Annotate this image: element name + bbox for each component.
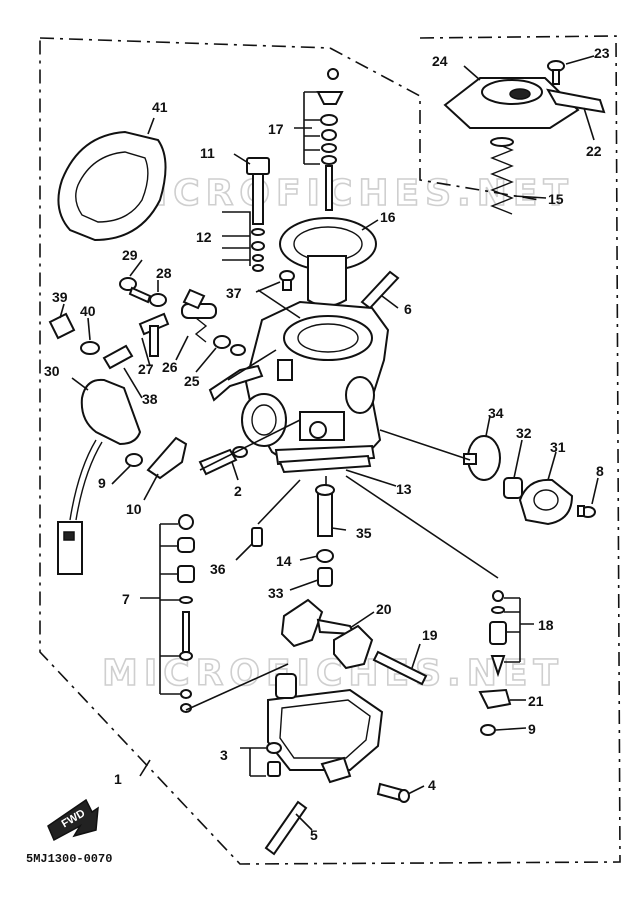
part-6-rod (360, 270, 400, 310)
part-25-washer (213, 335, 246, 356)
fwd-arrow-icon: FWD (47, 798, 99, 842)
part-23-screw (547, 60, 565, 85)
part-2-pilot-screw (198, 446, 248, 476)
callout-13: 13 (396, 481, 412, 497)
part-20-float (280, 598, 374, 670)
part-28-lever (149, 293, 167, 307)
part-carburetor-body (241, 300, 390, 472)
callout-9-right: 9 (528, 721, 536, 737)
part-3-screw-washer (266, 742, 282, 777)
part-17-jet-needle-set (316, 68, 344, 211)
part-38-hose-clip (102, 344, 134, 370)
callout-35: 35 (356, 525, 372, 541)
part-35-needle-jet (315, 484, 335, 537)
part-21-clip (478, 688, 512, 710)
part-37-screw (279, 270, 295, 291)
callout-39: 39 (52, 289, 68, 305)
part-40-oring (80, 341, 100, 355)
callout-12: 12 (196, 229, 212, 245)
callout-37: 37 (226, 285, 242, 301)
part-15-spring (490, 137, 514, 215)
callout-36: 36 (210, 561, 226, 577)
callout-16: 16 (380, 209, 396, 225)
callout-17: 17 (268, 121, 284, 137)
part-12-plunger-parts (251, 228, 265, 272)
part-41-air-filter (57, 130, 167, 242)
part-36-pilot-jet (251, 527, 263, 547)
part-4-drain-screw (376, 782, 410, 803)
callout-19: 19 (422, 627, 438, 643)
callout-9-left: 9 (98, 475, 106, 491)
callout-3: 3 (220, 747, 228, 763)
leader-lines (59, 55, 599, 831)
part-float-bowl (267, 673, 384, 784)
callout-27: 27 (138, 361, 154, 377)
callout-38: 38 (142, 391, 158, 407)
callout-4: 4 (428, 777, 436, 793)
watermark-top: MICROFICHES.NET (112, 173, 574, 214)
callout-7: 7 (122, 591, 130, 607)
callout-25: 25 (184, 373, 200, 389)
part-29-screw (119, 277, 152, 304)
part-18-needle-valve-set (489, 590, 507, 678)
part-9a-screw (125, 453, 143, 467)
diagram-code: 5MJ1300-0070 (26, 852, 112, 866)
callout-30: 30 (44, 363, 60, 379)
callout-22: 22 (586, 143, 602, 159)
callout-26: 26 (162, 359, 178, 375)
callout-33: 33 (268, 585, 284, 601)
part-5-tube (264, 800, 308, 856)
callout-41: 41 (152, 99, 168, 115)
part-24-top-cover (443, 77, 580, 129)
callout-14: 14 (276, 553, 292, 569)
callout-24: 24 (432, 53, 448, 69)
part-39-adjust-screw (48, 312, 76, 340)
callout-6: 6 (404, 301, 412, 317)
callout-15: 15 (548, 191, 564, 207)
callout-32: 32 (516, 425, 532, 441)
part-14-holder (316, 549, 334, 563)
callout-29: 29 (122, 247, 138, 263)
callout-2: 2 (234, 483, 242, 499)
watermark-bottom: MICROFICHES.NET (102, 653, 564, 694)
part-11-starter-plunger (246, 157, 270, 225)
callout-8: 8 (596, 463, 604, 479)
part-9b-screw (480, 724, 496, 736)
part-27-link (138, 312, 170, 357)
callout-20: 20 (376, 601, 392, 617)
callout-28: 28 (156, 265, 172, 281)
part-16-diaphragm-piston (279, 217, 377, 307)
callout-23: 23 (594, 45, 610, 61)
callout-5: 5 (310, 827, 318, 843)
part-26-throttle-shaft (181, 288, 217, 343)
callout-21: 21 (528, 693, 544, 709)
cover-group-boundary (329, 47, 541, 201)
part-34-diaphragm-cover (463, 435, 501, 481)
callout-18: 18 (538, 617, 554, 633)
part-30-starter-heater (57, 378, 142, 575)
part-7-starter-jet-set (177, 514, 195, 713)
part-throttle-lever (208, 364, 264, 402)
part-10-bracket (146, 436, 188, 480)
part-8-screw (577, 505, 596, 518)
callout-34: 34 (488, 405, 504, 421)
part-31-cover (518, 478, 574, 526)
callout-10: 10 (126, 501, 142, 517)
callout-1: 1 (114, 771, 122, 787)
assembly-boundary (39, 35, 621, 865)
callout-31: 31 (550, 439, 566, 455)
callout-11: 11 (200, 145, 215, 161)
callout-40: 40 (80, 303, 96, 319)
part-22-bracket (546, 88, 606, 114)
part-33-main-jet (317, 567, 333, 587)
part-32-spring (503, 477, 523, 499)
part-13-gasket (278, 454, 372, 474)
part-19-float-pin (372, 650, 428, 686)
